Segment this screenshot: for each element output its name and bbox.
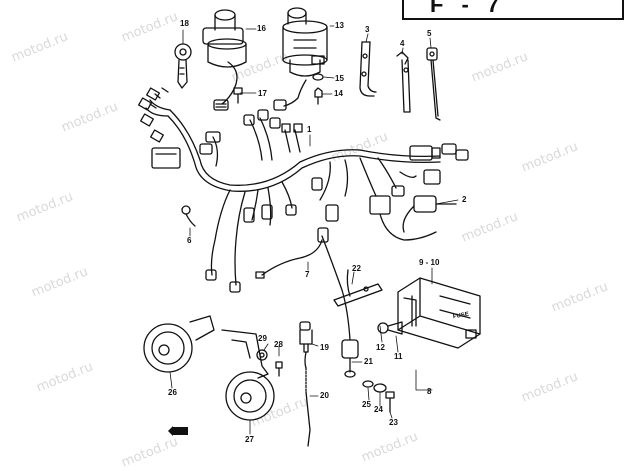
- callout-7: 7: [305, 270, 310, 279]
- horn: [221, 329, 275, 421]
- callout-4: 4: [400, 39, 405, 48]
- cable-tie: [426, 47, 441, 121]
- mounting-bracket: [359, 41, 377, 97]
- callout-6: 6: [187, 236, 192, 245]
- callout-26: 26: [168, 388, 177, 397]
- callout-12: 12: [376, 343, 385, 352]
- callout-3: 3: [365, 25, 370, 34]
- cable-switch: [321, 235, 359, 378]
- lock-switch-connector: [273, 79, 307, 111]
- callout-5: 5: [427, 29, 432, 38]
- callout-17: 17: [258, 89, 267, 98]
- callout-9-10: 9 - 10: [419, 258, 440, 267]
- bolt: [385, 391, 395, 413]
- screw: [377, 321, 403, 335]
- callout-24: 24: [374, 405, 383, 414]
- callout-20: 20: [320, 391, 329, 400]
- harness-bracket: [333, 269, 383, 307]
- horn: [143, 315, 215, 373]
- callout-14: 14: [334, 89, 343, 98]
- callout-8: 8: [427, 387, 432, 396]
- ground-lead: [181, 205, 196, 227]
- callout-28: 28: [274, 340, 283, 349]
- callout-25: 25: [362, 400, 371, 409]
- forward-arrow-icon: [168, 426, 188, 436]
- bolt: [275, 361, 283, 377]
- callout-18: 18: [180, 19, 189, 28]
- washer: [256, 349, 268, 361]
- callout-27: 27: [245, 435, 254, 444]
- callout-19: 19: [320, 343, 329, 352]
- frame-code: F - 7: [430, 0, 506, 17]
- washer: [312, 73, 324, 81]
- callout-11: 11: [394, 352, 403, 361]
- washer: [362, 380, 374, 388]
- leader-lines: [169, 25, 459, 435]
- callout-16: 16: [257, 24, 266, 33]
- lead-wire: [255, 227, 329, 279]
- ignition-key: [174, 43, 192, 89]
- washer: [373, 383, 387, 393]
- bolt: [314, 87, 323, 105]
- ignition-switch: [202, 9, 247, 111]
- cable-clamp: [396, 51, 411, 113]
- callout-1: 1: [307, 125, 312, 134]
- callout-2: 2: [462, 195, 467, 204]
- callout-21: 21: [364, 357, 373, 366]
- frame-code-box: F - 7: [402, 0, 624, 20]
- callout-13: 13: [335, 21, 344, 30]
- steering-lock: [282, 7, 328, 77]
- callout-23: 23: [389, 418, 398, 427]
- spring-rod: [305, 367, 311, 447]
- callout-15: 15: [335, 74, 344, 83]
- neutral-switch: [299, 321, 313, 369]
- main-wiring-harness: [138, 87, 469, 293]
- callout-22: 22: [352, 264, 361, 273]
- callout-29: 29: [258, 334, 267, 343]
- screw: [233, 87, 243, 104]
